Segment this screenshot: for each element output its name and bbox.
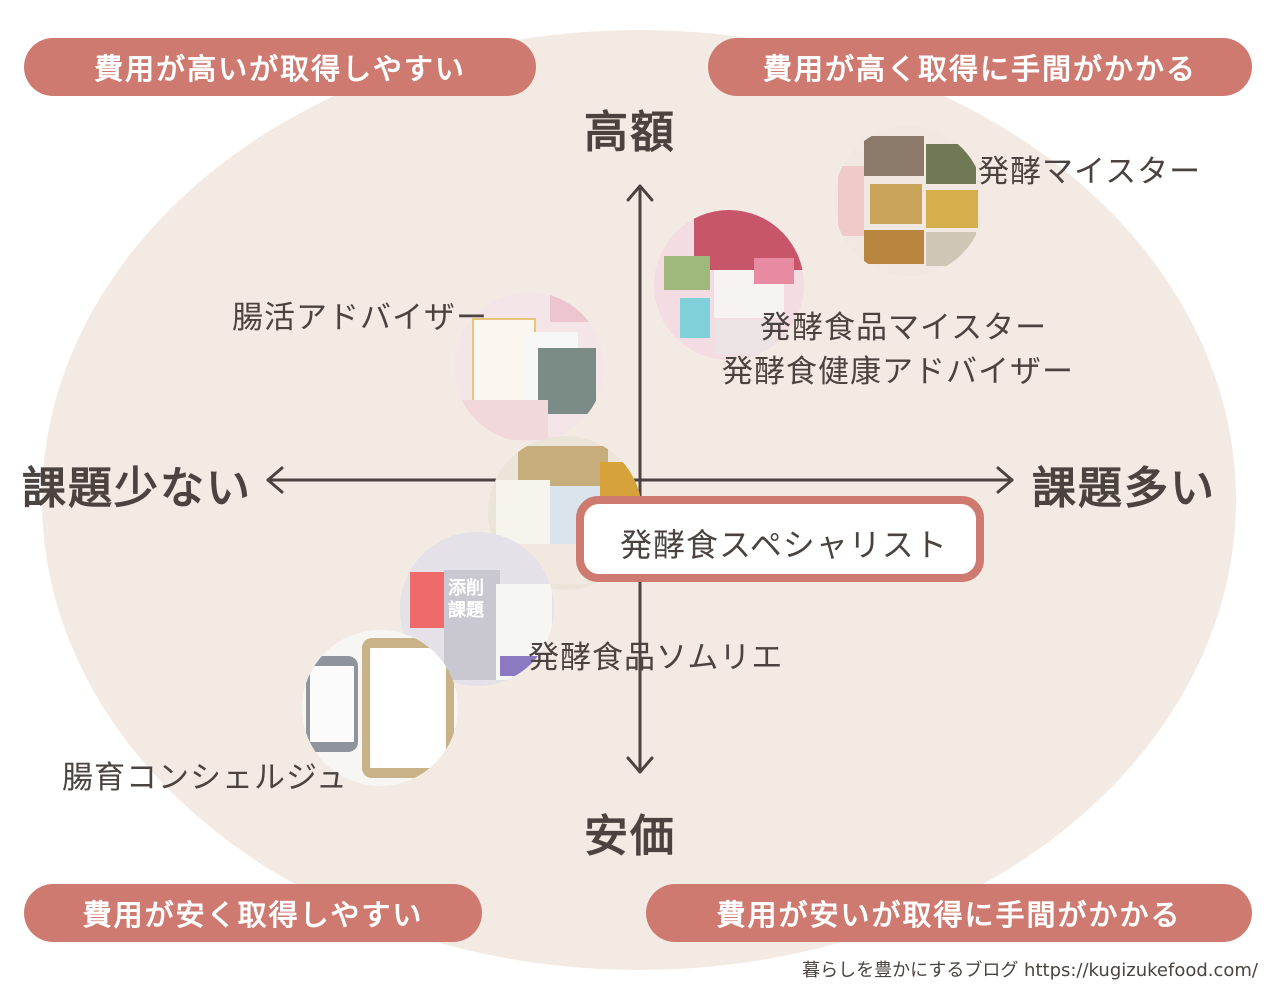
footer-credit: 暮らしを豊かにするブログ https://kugizukefood.com/ — [802, 960, 1258, 981]
axis-label-top: 高額 — [584, 107, 676, 158]
axis-arrow-down — [626, 756, 654, 774]
axis-arrow-left — [266, 466, 284, 494]
photo-hakko-shokuhin-meister — [654, 210, 804, 360]
photo-chouiku-concierge — [302, 630, 458, 786]
label-hakko-shokuhin-sommelier: 発酵食品ソムリエ — [528, 640, 784, 676]
axis-label-right: 課題多い — [1032, 463, 1216, 514]
label-hakko-meister: 発酵マイスター — [978, 154, 1202, 190]
quadrant-label-bottom-left: 費用が安く取得しやすい — [24, 884, 482, 942]
axis-arrow-right — [996, 466, 1014, 494]
label-hakkoshoku-kenko-adviser: 発酵食健康アドバイザー — [722, 354, 1074, 390]
axis-arrow-up — [626, 184, 654, 202]
quadrant-label-top-right: 費用が高く取得に手間がかかる — [708, 38, 1252, 96]
label-choukatsu-adviser: 腸活アドバイザー — [232, 300, 488, 336]
photo-hakko-meister — [834, 126, 984, 276]
highlight-box-specialist — [576, 496, 984, 582]
label-hakko-shokuhin-meister: 発酵食品マイスター — [760, 310, 1048, 346]
quadrant-label-bottom-right: 費用が安いが取得に手間がかかる — [646, 884, 1252, 942]
photo-choukatsu-adviser — [454, 292, 604, 442]
quadrant-label-top-left: 費用が高いが取得しやすい — [24, 38, 536, 96]
axis-label-left: 課題少ない — [22, 463, 252, 514]
label-chouiku-concierge: 腸育コンシェルジュ — [62, 760, 348, 796]
label-hakkoshoku-specialist: 発酵食スペシャリスト — [620, 526, 948, 564]
tensaku-kadai-text: 添削 課題 — [448, 578, 484, 621]
axis-label-bottom: 安価 — [584, 811, 676, 862]
